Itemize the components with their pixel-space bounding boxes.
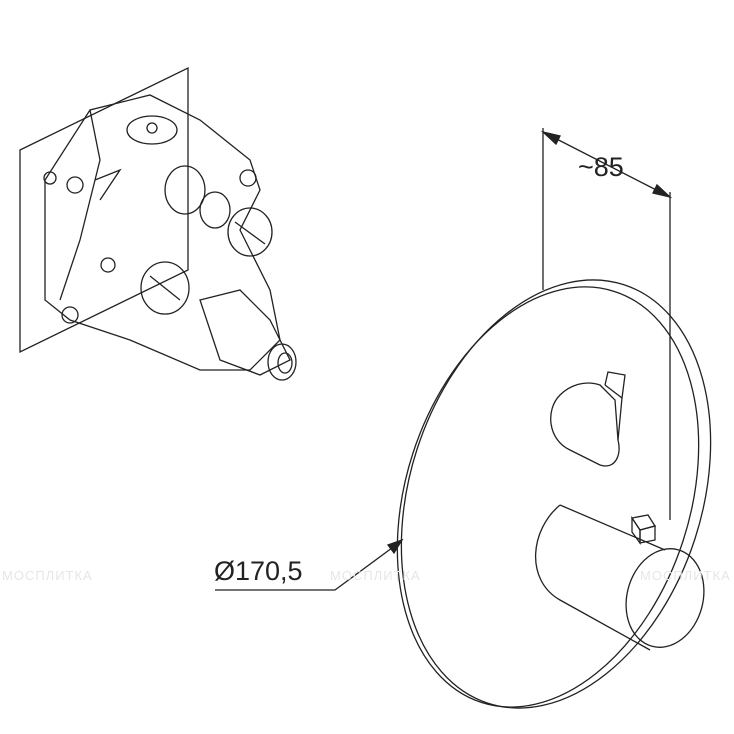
depth-dimension bbox=[540, 128, 673, 520]
diameter-leader bbox=[215, 538, 404, 591]
watermark: МОСПЛИТКА bbox=[640, 568, 731, 583]
valve-body bbox=[43, 94, 297, 381]
watermark: МОСПЛИТКА bbox=[2, 568, 93, 583]
mounting-plate bbox=[19, 66, 189, 354]
diameter-dimension-label: Ø170,5 bbox=[214, 556, 303, 586]
thermostat-knob bbox=[534, 504, 705, 651]
escutcheon-plate bbox=[396, 279, 712, 709]
watermark: МОСПЛИТКА bbox=[330, 568, 421, 583]
diverter-lever bbox=[550, 371, 626, 467]
depth-dimension-label: ~85 bbox=[578, 152, 624, 182]
